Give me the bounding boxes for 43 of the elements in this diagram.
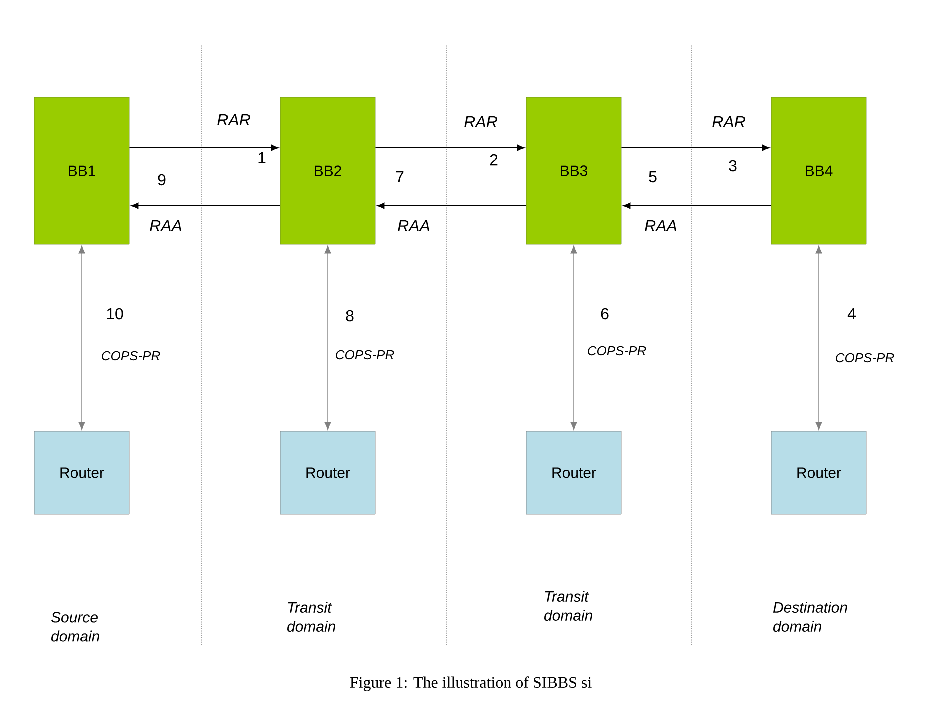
edge-label: RAR [711,116,747,128]
step-number: 8 [346,310,354,322]
step-number: 5 [649,171,657,183]
domain-label: Source domain [51,612,100,642]
arrow [622,144,770,152]
bandwidth-broker-box: BB4 [771,97,867,245]
edge-label: COPS-PR [586,345,648,357]
arrow [377,202,526,210]
step-number: 2 [490,154,498,166]
edge-label: RAA [396,220,432,232]
bandwidth-broker-box: BB1 [34,97,130,245]
step-number: 7 [396,172,404,182]
edge-label: RAR [216,114,252,126]
step-number: 9 [158,174,166,186]
edge-label: RAA [148,220,184,232]
step-number: 6 [601,308,609,320]
edge-label: COPS-PR [834,352,896,364]
router-box: Router [280,431,376,515]
domain-label: Transit domain [544,590,592,621]
bandwidth-broker-box: BB2 [280,97,376,245]
step-number: 4 [848,308,856,320]
caption: Figure 1: The illustration of SIBBS si [350,676,592,692]
edge-label: COPS-PR [100,350,162,362]
step-number: 10 [107,308,124,320]
router-box: Router [34,431,130,515]
arrow [78,246,86,430]
arrow [131,202,280,210]
router-box: Router [771,431,867,515]
arrow [623,202,772,210]
step-number: 3 [729,160,737,172]
edge-label: RAA [644,220,678,232]
step-number: 1 [258,152,266,164]
arrow [570,246,578,430]
arrow [816,246,822,430]
bandwidth-broker-box: BB3 [526,97,622,245]
router-box: Router [526,431,622,515]
edge-label: COPS-PR [334,349,396,361]
domain-label: Transit domain [288,602,336,632]
arrow [130,144,279,152]
domain-label: Destination domain [773,602,848,632]
edge-label: RAR [463,116,499,128]
arrow [376,144,525,152]
arrow [324,246,332,430]
